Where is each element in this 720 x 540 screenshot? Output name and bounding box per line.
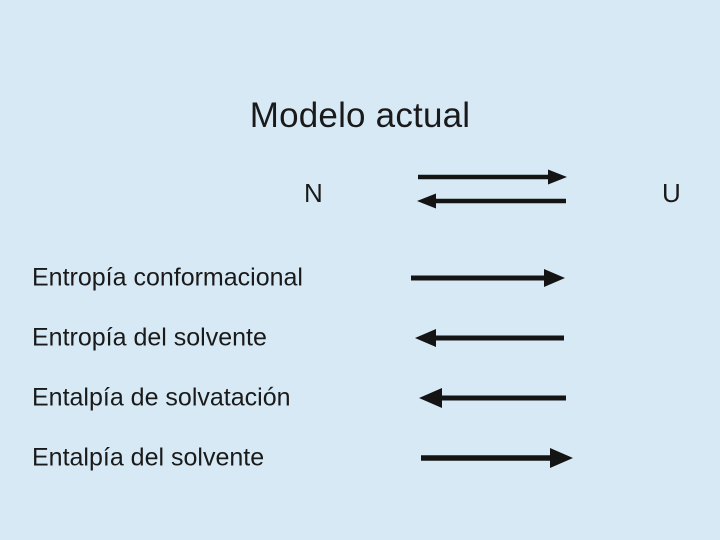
process-row: Entropía del solvente [0, 308, 720, 368]
process-row-list: Entropía conformacional Entropía del sol… [0, 248, 720, 488]
arrow-right-icon [408, 265, 568, 291]
arrow-left-icon [416, 385, 576, 411]
equilibrium-arrows [414, 166, 570, 214]
page-title: Modelo actual [249, 96, 471, 135]
arrow-right-icon [418, 445, 578, 471]
process-row: Entalpía del solvente [0, 428, 720, 488]
forward-arrow [418, 169, 567, 185]
arrow-left-icon [412, 325, 572, 351]
process-row-label: Entropía conformacional [32, 263, 303, 292]
process-row: Entropía conformacional [0, 248, 720, 308]
reverse-arrow [417, 193, 566, 209]
process-row-label: Entropía del solvente [32, 323, 267, 352]
process-row-label: Entalpía de solvatación [32, 383, 291, 412]
state-label-native: N [304, 178, 323, 208]
process-row: Entalpía de solvatación [0, 368, 720, 428]
state-label-unfolded: U [662, 178, 681, 208]
process-row-label: Entalpía del solvente [32, 443, 265, 472]
